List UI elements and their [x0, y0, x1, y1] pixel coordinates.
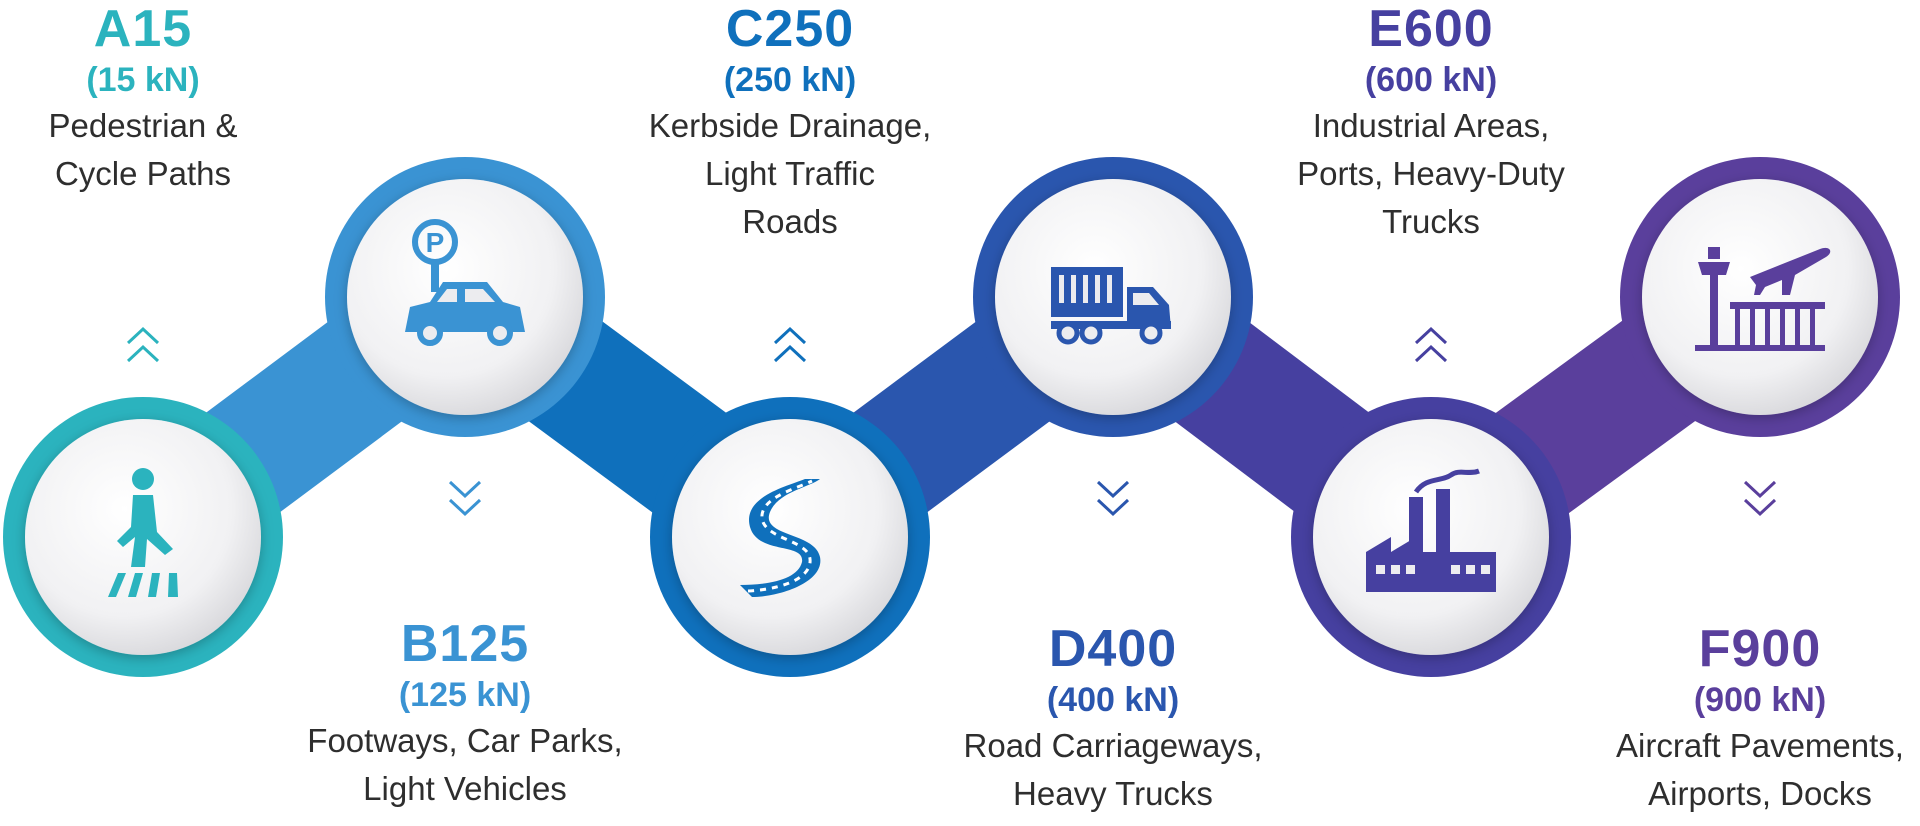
- class-load: (900 kN): [1693, 681, 1827, 719]
- airport-icon: [1695, 247, 1831, 351]
- chevron-up-icon-c250: [773, 326, 807, 363]
- chevron-up-icon-e600: [1414, 326, 1448, 363]
- class-description: Aircraft Pavements, Airports, Docks: [1570, 722, 1920, 818]
- class-load: (600 kN): [1364, 61, 1498, 99]
- chevron-up-icon-a15: [126, 326, 160, 363]
- nodes: P: [3, 157, 1900, 677]
- node-e600: [1291, 397, 1571, 677]
- class-code: F900: [1698, 620, 1822, 678]
- factory-icon: [1366, 468, 1496, 592]
- class-code: E600: [1368, 0, 1494, 58]
- description-line: Ports, Heavy-Duty: [1297, 155, 1565, 192]
- label-f900: F900(900 kN) Aircraft Pavements, Airports,…: [1570, 620, 1920, 818]
- node-b125: P: [325, 157, 605, 437]
- label-a15: A15(15 kN) Pedestrian & Cycle Paths: [0, 0, 333, 198]
- description-line: Trucks: [1382, 203, 1480, 240]
- truck-icon: [1051, 267, 1171, 345]
- node-a15: [3, 397, 283, 677]
- class-code: C250: [725, 0, 855, 58]
- description-line: Heavy Trucks: [1013, 775, 1213, 812]
- description-line: Light Vehicles: [363, 770, 567, 807]
- class-code: A15: [93, 0, 193, 58]
- node-c250: [650, 397, 930, 677]
- svg-text:P: P: [426, 227, 445, 258]
- class-load: (15 kN): [86, 61, 200, 99]
- description-line: Pedestrian &: [48, 107, 238, 144]
- class-load: (125 kN): [398, 676, 532, 714]
- description-line: Cycle Paths: [54, 155, 232, 192]
- label-c250: C250(250 kN) Kerbside Drainage, Light Traf…: [600, 0, 980, 246]
- description-line: Road Carriageways,: [963, 727, 1263, 764]
- class-code: B125: [400, 615, 530, 673]
- disc-f900: [1642, 179, 1878, 415]
- class-code: D400: [1048, 620, 1178, 678]
- pedestrian-crossing-icon: [108, 468, 178, 597]
- chevron-down-icon-f900: [1743, 480, 1777, 517]
- node-f900: [1620, 157, 1900, 437]
- label-d400: D400(400 kN) Road Carriageways, Heavy Truc…: [923, 620, 1303, 818]
- description-line: Aircraft Pavements,: [1616, 727, 1904, 764]
- label-b125: B125(125 kN) Footways, Car Parks, Light Ve…: [275, 615, 655, 813]
- chevron-down-icon-d400: [1096, 480, 1130, 517]
- description-line: Airports, Docks: [1648, 775, 1872, 812]
- chevrons: [126, 326, 1777, 517]
- description-line: Industrial Areas,: [1312, 107, 1550, 144]
- label-e600: E600(600 kN) Industrial Areas, Ports, Heav…: [1241, 0, 1621, 246]
- description-line: Light Traffic: [705, 155, 875, 192]
- class-description: Footways, Car Parks, Light Vehicles: [275, 717, 655, 813]
- chevron-down-icon-b125: [448, 480, 482, 517]
- disc-e600: [1313, 419, 1549, 655]
- car-park-icon: P: [405, 219, 525, 346]
- description-line: Footways, Car Parks,: [307, 722, 623, 759]
- description-line: Kerbside Drainage,: [648, 107, 932, 144]
- class-load: (250 kN): [723, 61, 857, 99]
- node-d400: [973, 157, 1253, 437]
- class-description: Road Carriageways, Heavy Trucks: [923, 722, 1303, 818]
- class-load: (400 kN): [1046, 681, 1180, 719]
- class-description: Pedestrian & Cycle Paths: [0, 102, 333, 198]
- description-line: Roads: [742, 203, 838, 240]
- winding-road-icon: [740, 479, 821, 597]
